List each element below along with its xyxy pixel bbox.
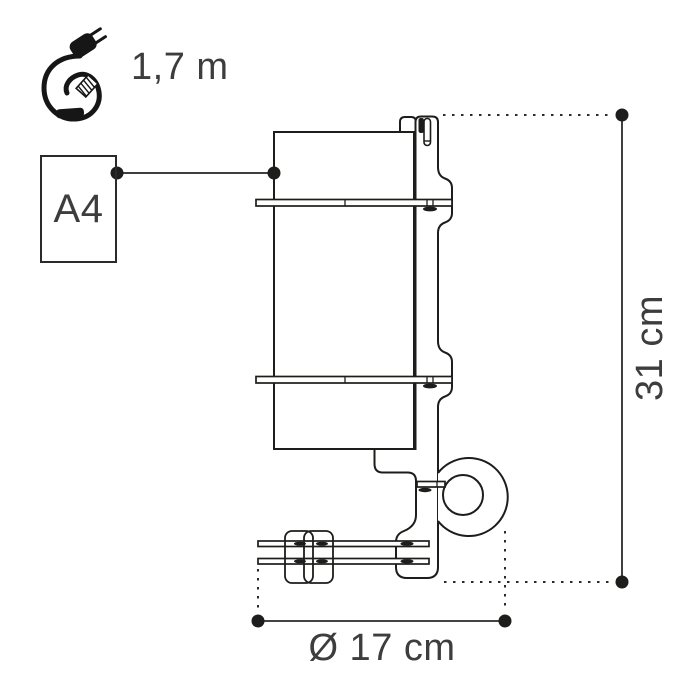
dimension-dot-right <box>498 614 512 628</box>
lamp-shade <box>273 131 415 450</box>
plug-icon <box>69 27 107 58</box>
keyhole-screw <box>418 118 424 133</box>
lamp-side-view <box>255 115 509 584</box>
connector-dot-left <box>110 166 124 180</box>
cable-end-connector <box>75 73 99 99</box>
dimension-dot-left <box>251 614 265 628</box>
height-label: 31 cm <box>629 295 671 401</box>
wall-bracket <box>373 115 453 579</box>
dimension-dot-bottom <box>615 575 629 589</box>
a4-label: A4 <box>53 186 104 231</box>
ring-plate-screw <box>418 487 432 493</box>
ring-plate <box>416 480 446 488</box>
power-cable-coil-icon <box>41 27 107 122</box>
clamp-blocks <box>284 530 334 584</box>
diameter-dimension <box>251 531 512 628</box>
a4-connector <box>110 166 281 180</box>
cable-tie <box>55 107 85 119</box>
cable-spiral <box>41 53 102 122</box>
diameter-label: Ø 17 cm <box>308 627 456 669</box>
lower-shelf <box>255 375 453 389</box>
upper-shelf <box>255 198 453 212</box>
cable-ring-hole <box>442 474 484 516</box>
cable-length-label: 1,7 m <box>131 46 229 88</box>
a4-reference-box: A4 <box>40 155 117 263</box>
base-rails <box>257 540 430 565</box>
height-dimension <box>443 108 629 589</box>
dimension-dot-top <box>615 108 629 122</box>
keyhole-slot <box>423 117 432 147</box>
connector-dot-right <box>267 166 281 180</box>
rail-screws <box>294 541 414 564</box>
